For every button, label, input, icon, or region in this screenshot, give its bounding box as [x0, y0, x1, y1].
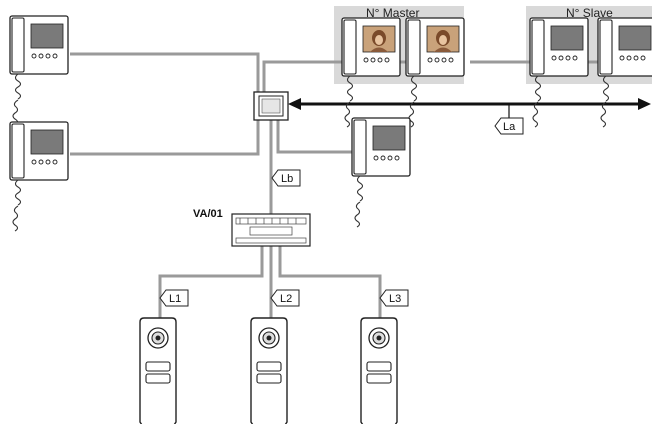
- tag-l3: L3: [379, 289, 409, 307]
- monitor-top-left: [9, 15, 69, 126]
- svg-text:L2: L2: [280, 293, 292, 305]
- tag-l2: L2: [270, 289, 300, 307]
- monitor-center: [351, 117, 411, 228]
- entrance-panel-3: [360, 317, 398, 424]
- svg-text:La: La: [503, 121, 516, 133]
- slave-group-label: N° Slave: [566, 6, 613, 20]
- svg-text:L3: L3: [389, 293, 401, 305]
- junction-box: [253, 91, 289, 121]
- tag-l1: L1: [159, 289, 189, 307]
- master-monitor-1: [341, 17, 401, 128]
- tag-la: La: [494, 117, 524, 135]
- monitor-middle-left: [9, 121, 69, 232]
- tag-lb: Lb: [271, 169, 301, 187]
- slave-monitor-2: [597, 17, 652, 128]
- svg-text:Lb: Lb: [281, 173, 293, 185]
- slave-monitor-1: [529, 17, 589, 128]
- va01-distributor: [231, 213, 311, 247]
- svg-text:L1: L1: [169, 293, 181, 305]
- master-monitor-2: [405, 17, 465, 128]
- entrance-panel-2: [250, 317, 288, 424]
- la-arrow: [288, 98, 651, 118]
- wiring: [70, 52, 600, 318]
- va01-label: VA/01: [193, 208, 223, 220]
- master-group-label: N° Master: [366, 6, 419, 20]
- entrance-panel-1: [139, 317, 177, 424]
